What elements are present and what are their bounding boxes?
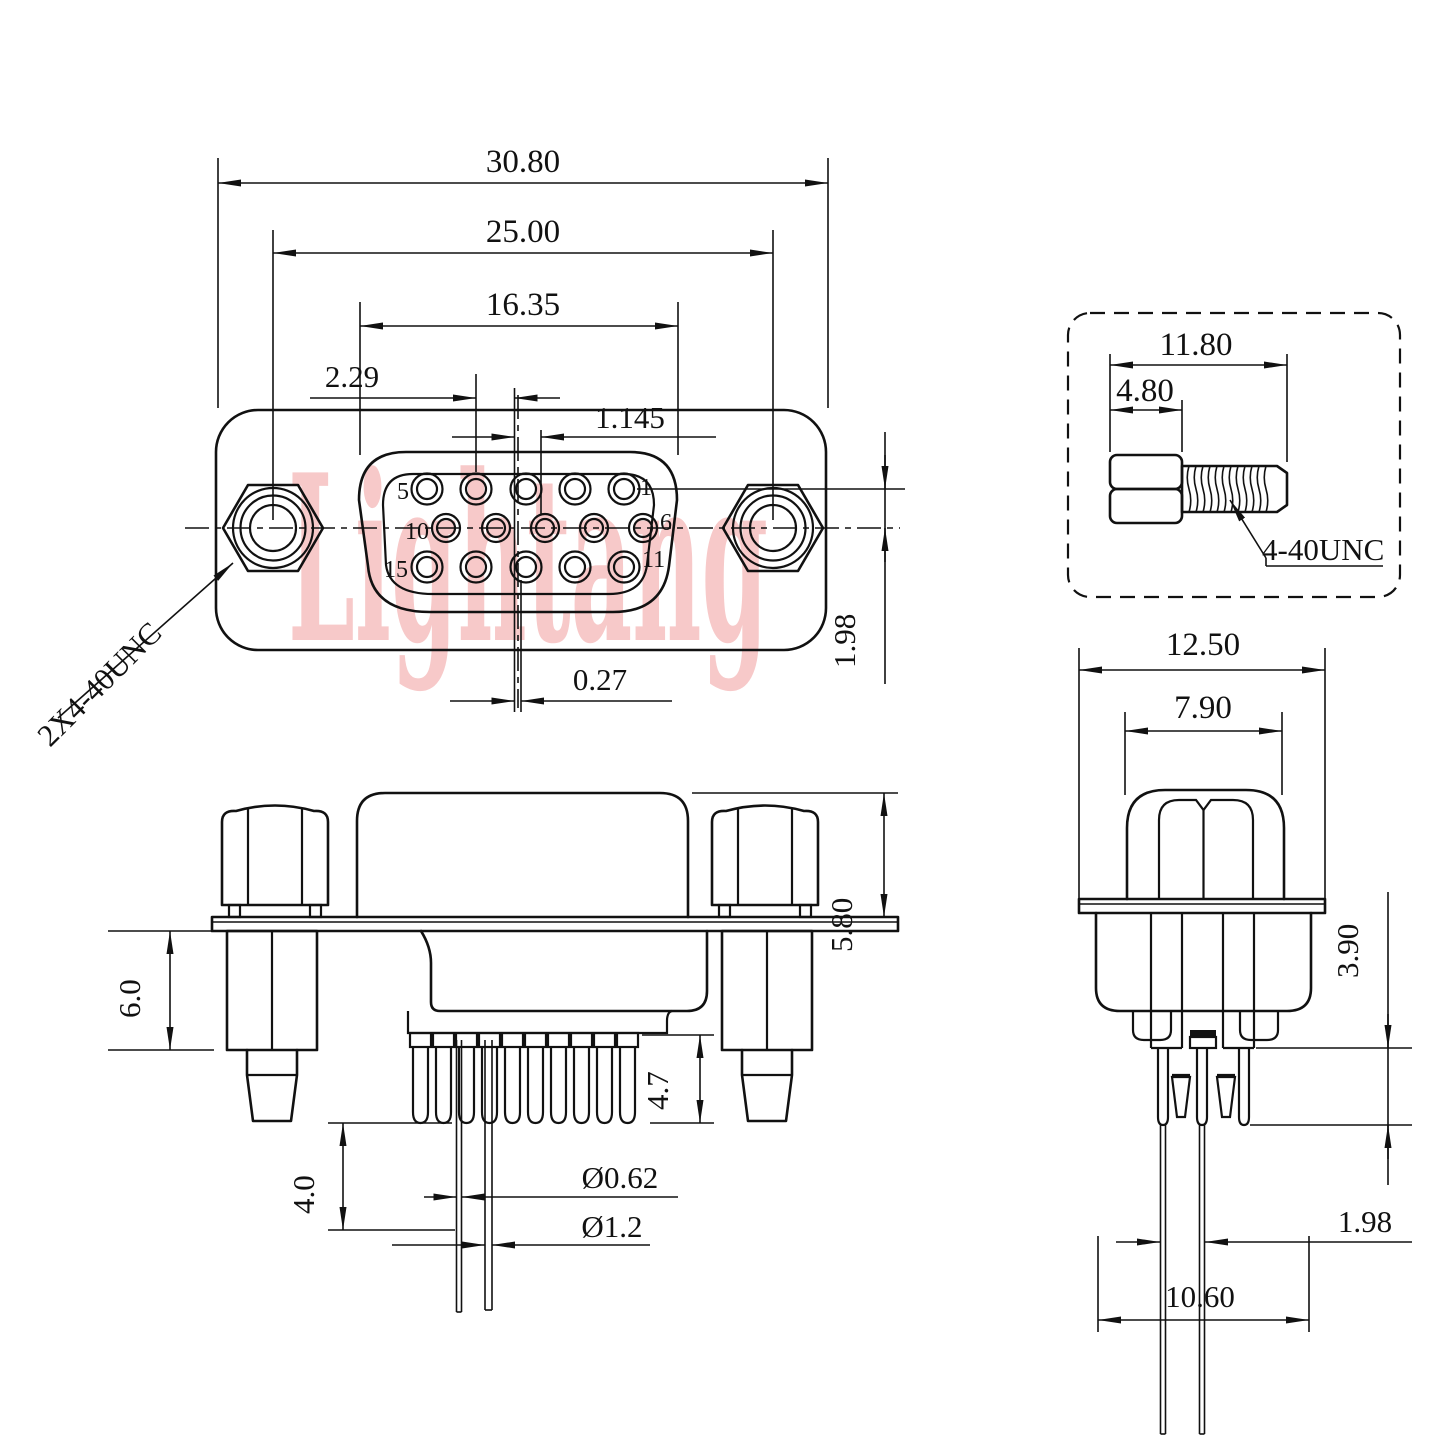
dim-end-body-width: 10.60 (1165, 1279, 1235, 1314)
side-flange (210, 915, 900, 933)
pin-label-15: 15 (384, 557, 408, 583)
dim-screw-head-length: 4.80 (1116, 373, 1174, 409)
pin-label-11: 11 (642, 547, 665, 573)
dimension-lines (57, 179, 1412, 1324)
dim-side-tail-length: 4.0 (286, 1175, 321, 1214)
dim-end-flange-width: 12.50 (1166, 627, 1240, 663)
extension-lines (108, 158, 1412, 1332)
detail-border (1066, 311, 1402, 599)
dim-side-pin-diameter: Ø0.62 (582, 1160, 659, 1195)
dim-side-pin-length: 4.7 (640, 1071, 675, 1110)
screw-thread (1180, 464, 1289, 514)
end-view (1077, 788, 1327, 1435)
dim-front-center-offset: 0.27 (573, 662, 627, 697)
dim-end-rear-depth: 3.90 (1330, 924, 1365, 978)
watermark-text: Lightang (288, 425, 768, 695)
screw-detail-view (1066, 311, 1402, 599)
dim-front-overall-width: 30.80 (486, 144, 560, 180)
end-standoff-dome (1125, 788, 1286, 901)
dim-front-row-spacing: 1.98 (827, 614, 862, 668)
dim-front-mount-spacing: 25.00 (486, 214, 560, 250)
side-standoff-left (220, 804, 330, 919)
pin-label-10: 10 (405, 519, 429, 545)
screw-thread-lines (1186, 465, 1269, 513)
side-screw-bushing-left (225, 929, 319, 1123)
dim-front-insert-width: 16.35 (486, 287, 560, 323)
pin-label-5: 5 (397, 479, 409, 505)
side-view (210, 791, 900, 1313)
dim-side-standoff-length: 6.0 (112, 979, 147, 1018)
screw-head (1108, 453, 1184, 491)
pin-label-1: 1 (640, 475, 652, 501)
screw-thread-spec: 4-40UNC (1262, 532, 1384, 567)
dim-screw-total-length: 11.80 (1159, 327, 1232, 363)
end-body (1094, 911, 1313, 1013)
side-wire-pins (455, 1040, 493, 1313)
side-standoff-right (710, 804, 820, 919)
pin-label-6: 6 (660, 510, 672, 536)
dim-front-row-offset: 1.145 (595, 400, 665, 435)
side-pins (408, 1031, 640, 1125)
side-body (406, 929, 709, 1035)
end-bushing (1149, 913, 1256, 1050)
dim-side-peg-diameter: Ø1.2 (581, 1209, 642, 1244)
dim-end-pin-offset: 1.98 (1338, 1204, 1392, 1239)
dim-front-pin-pitch: 2.29 (325, 359, 379, 394)
front-thread-note: 2X4-40UNC (30, 615, 168, 753)
dim-end-dome-width: 7.90 (1174, 690, 1232, 726)
end-pins (1156, 1048, 1251, 1435)
side-screw-bushing-right (720, 929, 814, 1123)
dim-side-shell-height: 5.80 (824, 898, 859, 952)
end-flange (1077, 897, 1327, 915)
